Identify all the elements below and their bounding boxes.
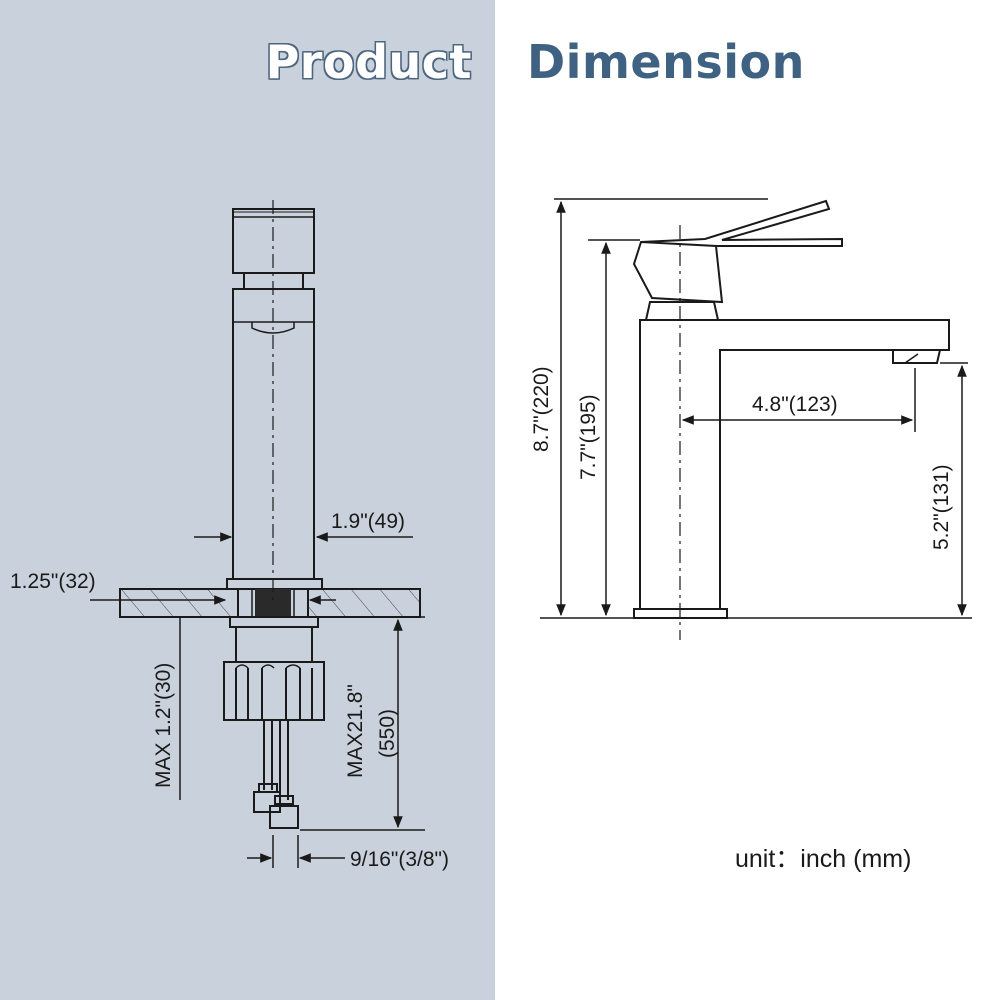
unit-note: unit：inch (mm) bbox=[735, 845, 911, 873]
label-hose-connector: 9/16"(3/8") bbox=[350, 848, 449, 871]
threaded-shank bbox=[237, 588, 309, 618]
side-body-spout bbox=[639, 319, 950, 609]
heading-dimension: Dimension bbox=[527, 35, 805, 89]
side-view-dimensions bbox=[554, 198, 968, 640]
label-spout-width: 1.9"(49) bbox=[331, 510, 405, 533]
front-base bbox=[226, 578, 323, 590]
supply-hoses bbox=[253, 720, 299, 829]
side-handle bbox=[632, 240, 724, 304]
label-max-mount-depth: MAX 1.2"(30) bbox=[152, 663, 175, 788]
label-max-hose-length: MAX21.8" bbox=[344, 684, 367, 778]
front-view-faucet bbox=[226, 208, 323, 590]
countertop-section bbox=[119, 588, 421, 618]
mounting-nut bbox=[223, 616, 325, 721]
label-spout-clearance: 5.2"(131) bbox=[930, 464, 953, 550]
label-total-height: 8.7"(220) bbox=[530, 366, 553, 452]
side-aerator bbox=[892, 349, 941, 364]
left-panel-background bbox=[0, 0, 495, 1000]
label-spout-height: 7.7"(195) bbox=[577, 394, 600, 480]
label-max-hose-length-mm: (550) bbox=[376, 709, 399, 758]
label-spout-reach: 4.8"(123) bbox=[752, 393, 838, 416]
heading-product: Product bbox=[265, 35, 472, 89]
front-view-dimensions bbox=[90, 200, 425, 868]
right-panel-background bbox=[495, 0, 1000, 1000]
label-deck-thickness: 1.25"(32) bbox=[10, 570, 96, 593]
side-lever bbox=[640, 199, 843, 247]
